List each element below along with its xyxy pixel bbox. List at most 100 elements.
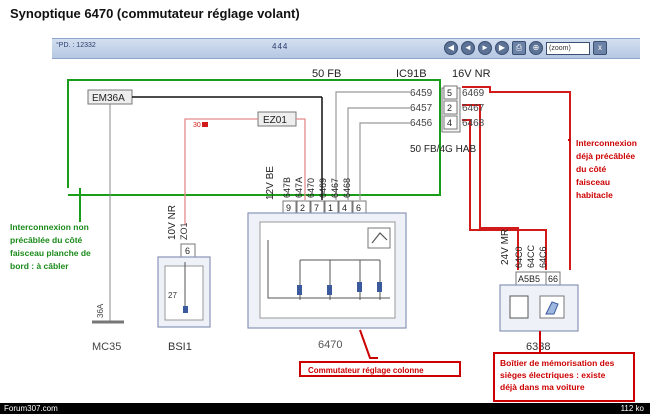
annotation-left-line: faisceau planche de <box>10 248 91 258</box>
zoom-icon[interactable]: ⊕ <box>529 41 543 55</box>
c6470-slot: 2 <box>300 203 305 213</box>
ic91b-slot: 5 <box>447 88 452 98</box>
reference-number: °PD. : 12332 <box>56 42 96 49</box>
grey-wire-3 <box>359 122 410 200</box>
c6470-wire-label: 6470 <box>306 178 316 198</box>
last-page-icon[interactable]: ▶ <box>495 41 509 55</box>
c6338-label: 6338 <box>526 341 550 353</box>
red-30-label: 30 <box>193 122 201 129</box>
ez01-label: EZ01 <box>263 115 287 126</box>
grey-wire-2 <box>347 107 410 200</box>
ic91b-left-pin: 6459 <box>410 88 433 99</box>
c36a-label: 36A <box>96 303 105 318</box>
annotation-right-line: Interconnexion <box>576 138 637 148</box>
red-harness <box>462 86 571 270</box>
print-icon[interactable]: ⎙ <box>512 41 526 55</box>
annotation-bottom-center <box>299 329 461 377</box>
first-page-icon[interactable]: ◀ <box>444 41 458 55</box>
c6338-wire-label: 64C6 <box>538 246 548 268</box>
footer-size: 112 ko <box>620 404 644 413</box>
seat-shape <box>545 301 559 315</box>
green-harness <box>67 79 441 196</box>
conn-24v-label: 24V MR <box>500 229 511 265</box>
zo1-label: ZO1 <box>179 222 189 240</box>
c6338-wire-label: 64C0 <box>514 246 524 268</box>
c6338-wire-label: 64CC <box>526 244 536 268</box>
annotation-left-line: bord : à câbler <box>10 261 69 271</box>
ic91b-slot-box <box>443 100 458 115</box>
page-indicator: 444 <box>272 42 289 51</box>
bsi1-pin-27: 27 <box>168 291 177 300</box>
c6470-wire-label: 6469 <box>318 178 328 198</box>
c6470-slot: 1 <box>328 203 333 213</box>
viewer-toolbar: °PD. : 12332 444 ◀ ◄ ► ▶ ⎙ ⊕ (zoom) x <box>52 38 640 59</box>
annotation-bottom-center-text: Commutateur réglage colonne <box>308 366 424 375</box>
ic91b-left-pin: 6456 <box>410 118 433 129</box>
annotation-left-line: précâblée du côté <box>10 235 83 245</box>
fb50-4g-label: 50 FB/4G HAB <box>410 144 476 155</box>
c6470-wire-label: 647B <box>282 177 292 198</box>
previous-page-icon[interactable]: ◄ <box>461 41 475 55</box>
ic91b-right-pin: 6469 <box>462 88 485 99</box>
ic91b-slot-box <box>443 115 458 130</box>
c6470-wire-label: 6467 <box>330 178 340 198</box>
next-page-icon[interactable]: ► <box>478 41 492 55</box>
footer-site: Forum307.com <box>4 404 58 413</box>
annotation-right-text: Interconnexion déjà précâblée du côté faisc… <box>576 138 637 200</box>
ic91b-pins: 6459 5 6469 6457 2 6467 6456 4 6468 <box>410 85 485 130</box>
c6470-slot: 4 <box>342 203 347 213</box>
grey-wire-1 <box>335 91 410 200</box>
annotation-left-line: Interconnexion non <box>10 222 89 232</box>
close-icon[interactable]: x <box>593 41 607 55</box>
c6470-slot: 7 <box>314 203 319 213</box>
annotation-right-line: habitacle <box>576 190 613 200</box>
c6470-slot: 6 <box>356 203 361 213</box>
annotation-right-line: déjà précâblée <box>576 151 635 161</box>
conn-12v-label: 12V BE <box>265 166 276 200</box>
annotation-right-line: du côté <box>576 164 606 174</box>
red-fuse-icon <box>202 122 208 127</box>
ic91b-right-pin: 6468 <box>462 118 485 129</box>
fb50-label: 50 FB <box>312 68 341 80</box>
steering-wheel-icon <box>367 227 391 249</box>
toolbar-buttons: ◀ ◄ ► ▶ ⎙ ⊕ (zoom) x <box>444 41 607 55</box>
footer-bar: Forum307.com 112 ko <box>0 403 650 414</box>
ic91b-left-pin: 6457 <box>410 103 433 114</box>
annotation-bottom-right-line: déjà dans ma voiture <box>500 382 585 392</box>
annotation-bottom-right <box>493 331 635 402</box>
page-title: Synoptique 6470 (commutateur réglage vol… <box>10 6 300 21</box>
zoom-select[interactable]: (zoom) <box>546 41 590 55</box>
em36a-label: EM36A <box>92 93 125 104</box>
mc35-label: MC35 <box>92 341 121 353</box>
conn-10v-label: 10V NR <box>167 205 178 240</box>
ic91b-right-pin: 6467 <box>462 103 485 114</box>
annotation-left-text: Interconnexion non précâblée du côté faisc… <box>10 222 91 271</box>
c6338-slot-66-label: 66 <box>548 274 558 284</box>
ic91b-slot: 2 <box>447 103 452 113</box>
annotation-bottom-right-text: Boîtier de mémorisation des sièges électr… <box>500 358 615 392</box>
c6470-slot: 9 <box>286 203 291 213</box>
ic91b-voltage: 16V NR <box>452 68 491 80</box>
c6338-slot-a5b5-label: A5B5 <box>518 274 540 284</box>
ic91b-label: IC91B <box>396 68 427 80</box>
c6470-switch-circuit <box>267 240 390 300</box>
red-harness-mid <box>462 119 547 270</box>
conn-6-label: 6 <box>185 246 190 256</box>
c6338-chip-icon <box>509 295 529 319</box>
annotation-right-line: faisceau <box>576 177 610 187</box>
annotation-bottom-right-line: sièges électriques : existe <box>500 370 606 380</box>
ic91b-slot: 4 <box>447 118 452 128</box>
bsi1-fuse <box>183 306 188 313</box>
ez01-wire-to-6470 <box>296 118 306 200</box>
annotation-bottom-right-line: Boîtier de mémorisation des <box>500 358 615 368</box>
ic91b-slot-box <box>443 85 458 100</box>
bsi1-label: BSI1 <box>168 341 192 353</box>
ez01-red-wire <box>184 118 258 225</box>
c6470-wire-label: 647A <box>294 177 304 198</box>
c6470-label: 6470 <box>318 339 342 351</box>
c6470-wire-label: 6468 <box>342 178 352 198</box>
red-harness-inner <box>462 104 519 270</box>
